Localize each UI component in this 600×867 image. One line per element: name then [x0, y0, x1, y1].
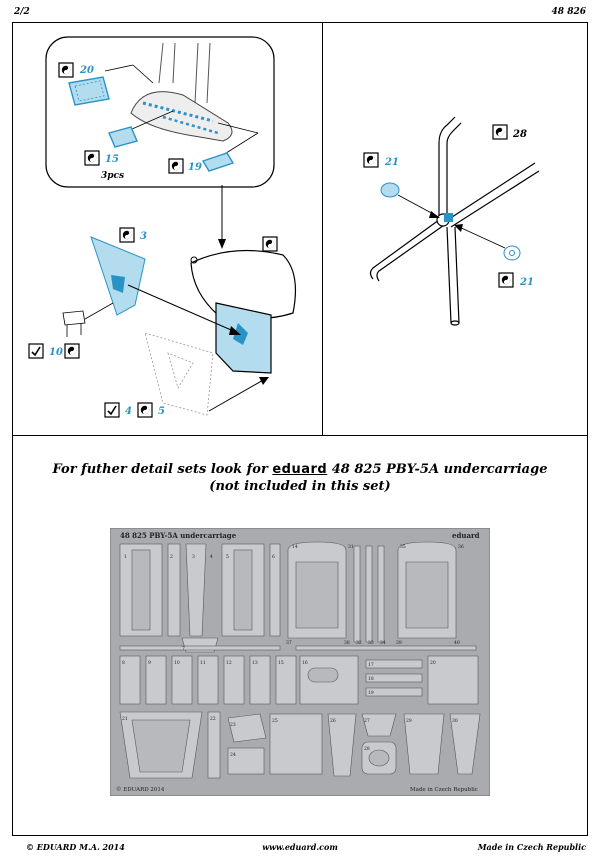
fret-part-number: 10 — [174, 660, 180, 666]
fret-part-number: 21 — [122, 716, 128, 722]
photo-etch-fret: 48 825 PBY-5A undercarriage eduard © EDU… — [110, 528, 490, 796]
fret-part-number: 30 — [452, 718, 458, 724]
bend-icon — [137, 402, 153, 418]
bend-icon — [58, 62, 74, 78]
fret-part-number: 36 — [458, 544, 464, 550]
fret-part-number: 12 — [226, 660, 232, 666]
note-text-post: 48 825 PBY-5A undercarriage — [331, 462, 548, 477]
fret-part-number: 22 — [210, 716, 216, 722]
instruction-frame — [12, 22, 588, 836]
fret-part-number: 34 — [380, 640, 386, 646]
fret-part-number: 7 — [182, 646, 185, 652]
bend-icon — [363, 152, 379, 168]
fret-part-number: 39 — [396, 640, 402, 646]
fret-part-number: 8 — [122, 660, 125, 666]
fret-part-number: 25 — [272, 718, 278, 724]
fret-part-number: 1 — [124, 554, 127, 560]
fret-part-number: 2 — [170, 554, 173, 560]
fret-title: 48 825 PBY-5A undercarriage — [120, 531, 237, 540]
callout-3: 3 — [140, 231, 147, 242]
strut-assembly — [369, 116, 540, 326]
fret-part-number: 37 — [286, 640, 292, 646]
fret-part-number: 4 — [210, 554, 213, 560]
check-icon — [104, 402, 120, 418]
wingtip-float — [190, 249, 296, 374]
bend-icon — [168, 158, 184, 174]
callout-19: 19 — [188, 162, 202, 173]
fret-part-number: 35 — [400, 544, 406, 550]
pe-part-20 — [68, 76, 110, 106]
fret-part-number: 5 — [226, 554, 229, 560]
fret-part-number: 31 — [348, 544, 354, 550]
bend-icon — [498, 272, 514, 288]
fret-part-number: 19 — [368, 690, 374, 696]
washer-21-left — [380, 182, 400, 198]
fret-part-number: 28 — [364, 746, 370, 752]
fret-part-number: 24 — [230, 752, 236, 758]
fret-part-number: 13 — [252, 660, 258, 666]
fret-part-number: 38 — [344, 640, 350, 646]
pe-part-15 — [108, 126, 138, 148]
fret-part-number: 15 — [278, 660, 284, 666]
bend-icon — [84, 150, 100, 166]
fret-part-number: 6 — [272, 554, 275, 560]
check-icon — [28, 343, 44, 359]
fret-part-number: 27 — [364, 718, 370, 724]
fret-part-number: 3 — [192, 554, 195, 560]
fret-part-number: 16 — [302, 660, 308, 666]
pe-part-3 — [90, 236, 146, 316]
fret-part-number: 23 — [230, 722, 236, 728]
fret-part-number: 18 — [368, 676, 374, 682]
assembly-diagram-left: 20 15 3pcs 19 3 10 — [28, 36, 296, 418]
divider-horizontal — [12, 435, 588, 436]
fret-made-in: Made in Czech Republic — [410, 787, 478, 793]
callout-21b: 21 — [519, 277, 534, 288]
divider-vertical — [322, 22, 323, 435]
detail-note-line1: For futher detail sets look for eduard 4… — [0, 462, 600, 477]
eduard-logo: eduard — [272, 462, 328, 477]
bend-icon — [492, 124, 508, 140]
detail-note-line2: (not included in this set) — [209, 479, 391, 494]
fret-part-number: 14 — [292, 544, 298, 550]
fret-part-number: 29 — [406, 718, 412, 724]
page-number: 2/2 — [14, 7, 30, 17]
pe-part-19 — [201, 152, 235, 172]
pe-part-5 — [144, 332, 214, 416]
fret-part-number: 32 — [356, 640, 362, 646]
callout-5: 5 — [158, 406, 165, 417]
fret-part-number: 9 — [148, 660, 151, 666]
callout-28: 28 — [512, 129, 527, 140]
fret-part-number: 33 — [368, 640, 374, 646]
callout-10: 10 — [49, 347, 63, 358]
assembly-diagram-right: 21 21 28 — [363, 116, 540, 326]
product-code: 48 826 — [551, 7, 586, 17]
bend-icon — [119, 227, 135, 243]
fret-copyright: © EDUARD 2014 — [116, 786, 165, 793]
footer-copyright: © EDUARD M.A. 2014 — [26, 842, 125, 852]
callout-21a: 21 — [384, 157, 399, 168]
pe-part-10 — [62, 302, 114, 337]
bend-icon — [64, 343, 80, 359]
fret-part-number: 26 — [330, 718, 336, 724]
quantity-label: 3pcs — [101, 171, 124, 181]
fret-part-number: 17 — [368, 662, 374, 668]
fret-part-number: 20 — [430, 660, 436, 666]
bend-icon — [262, 236, 278, 252]
fret-brand: eduard — [452, 531, 480, 540]
footer-website[interactable]: www.eduard.com — [262, 842, 338, 852]
callout-15: 15 — [105, 154, 119, 165]
note-text-pre: For futher detail sets look for — [52, 462, 268, 477]
callout-20: 20 — [79, 65, 94, 76]
footer-made-in: Made in Czech Republic — [477, 842, 586, 852]
fret-part-number: 11 — [200, 660, 206, 666]
fret-part-number: 40 — [454, 640, 460, 646]
washer-21-right — [503, 245, 521, 261]
callout-4: 4 — [125, 406, 132, 417]
